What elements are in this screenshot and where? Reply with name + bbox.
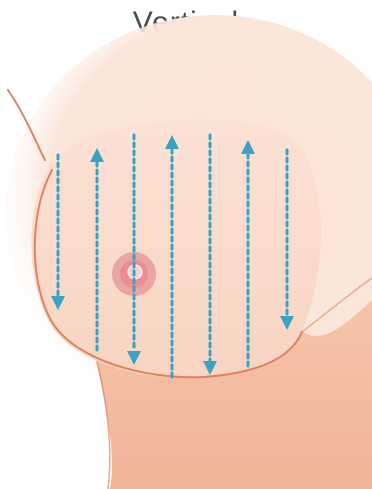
breast-shape: [31, 120, 321, 378]
